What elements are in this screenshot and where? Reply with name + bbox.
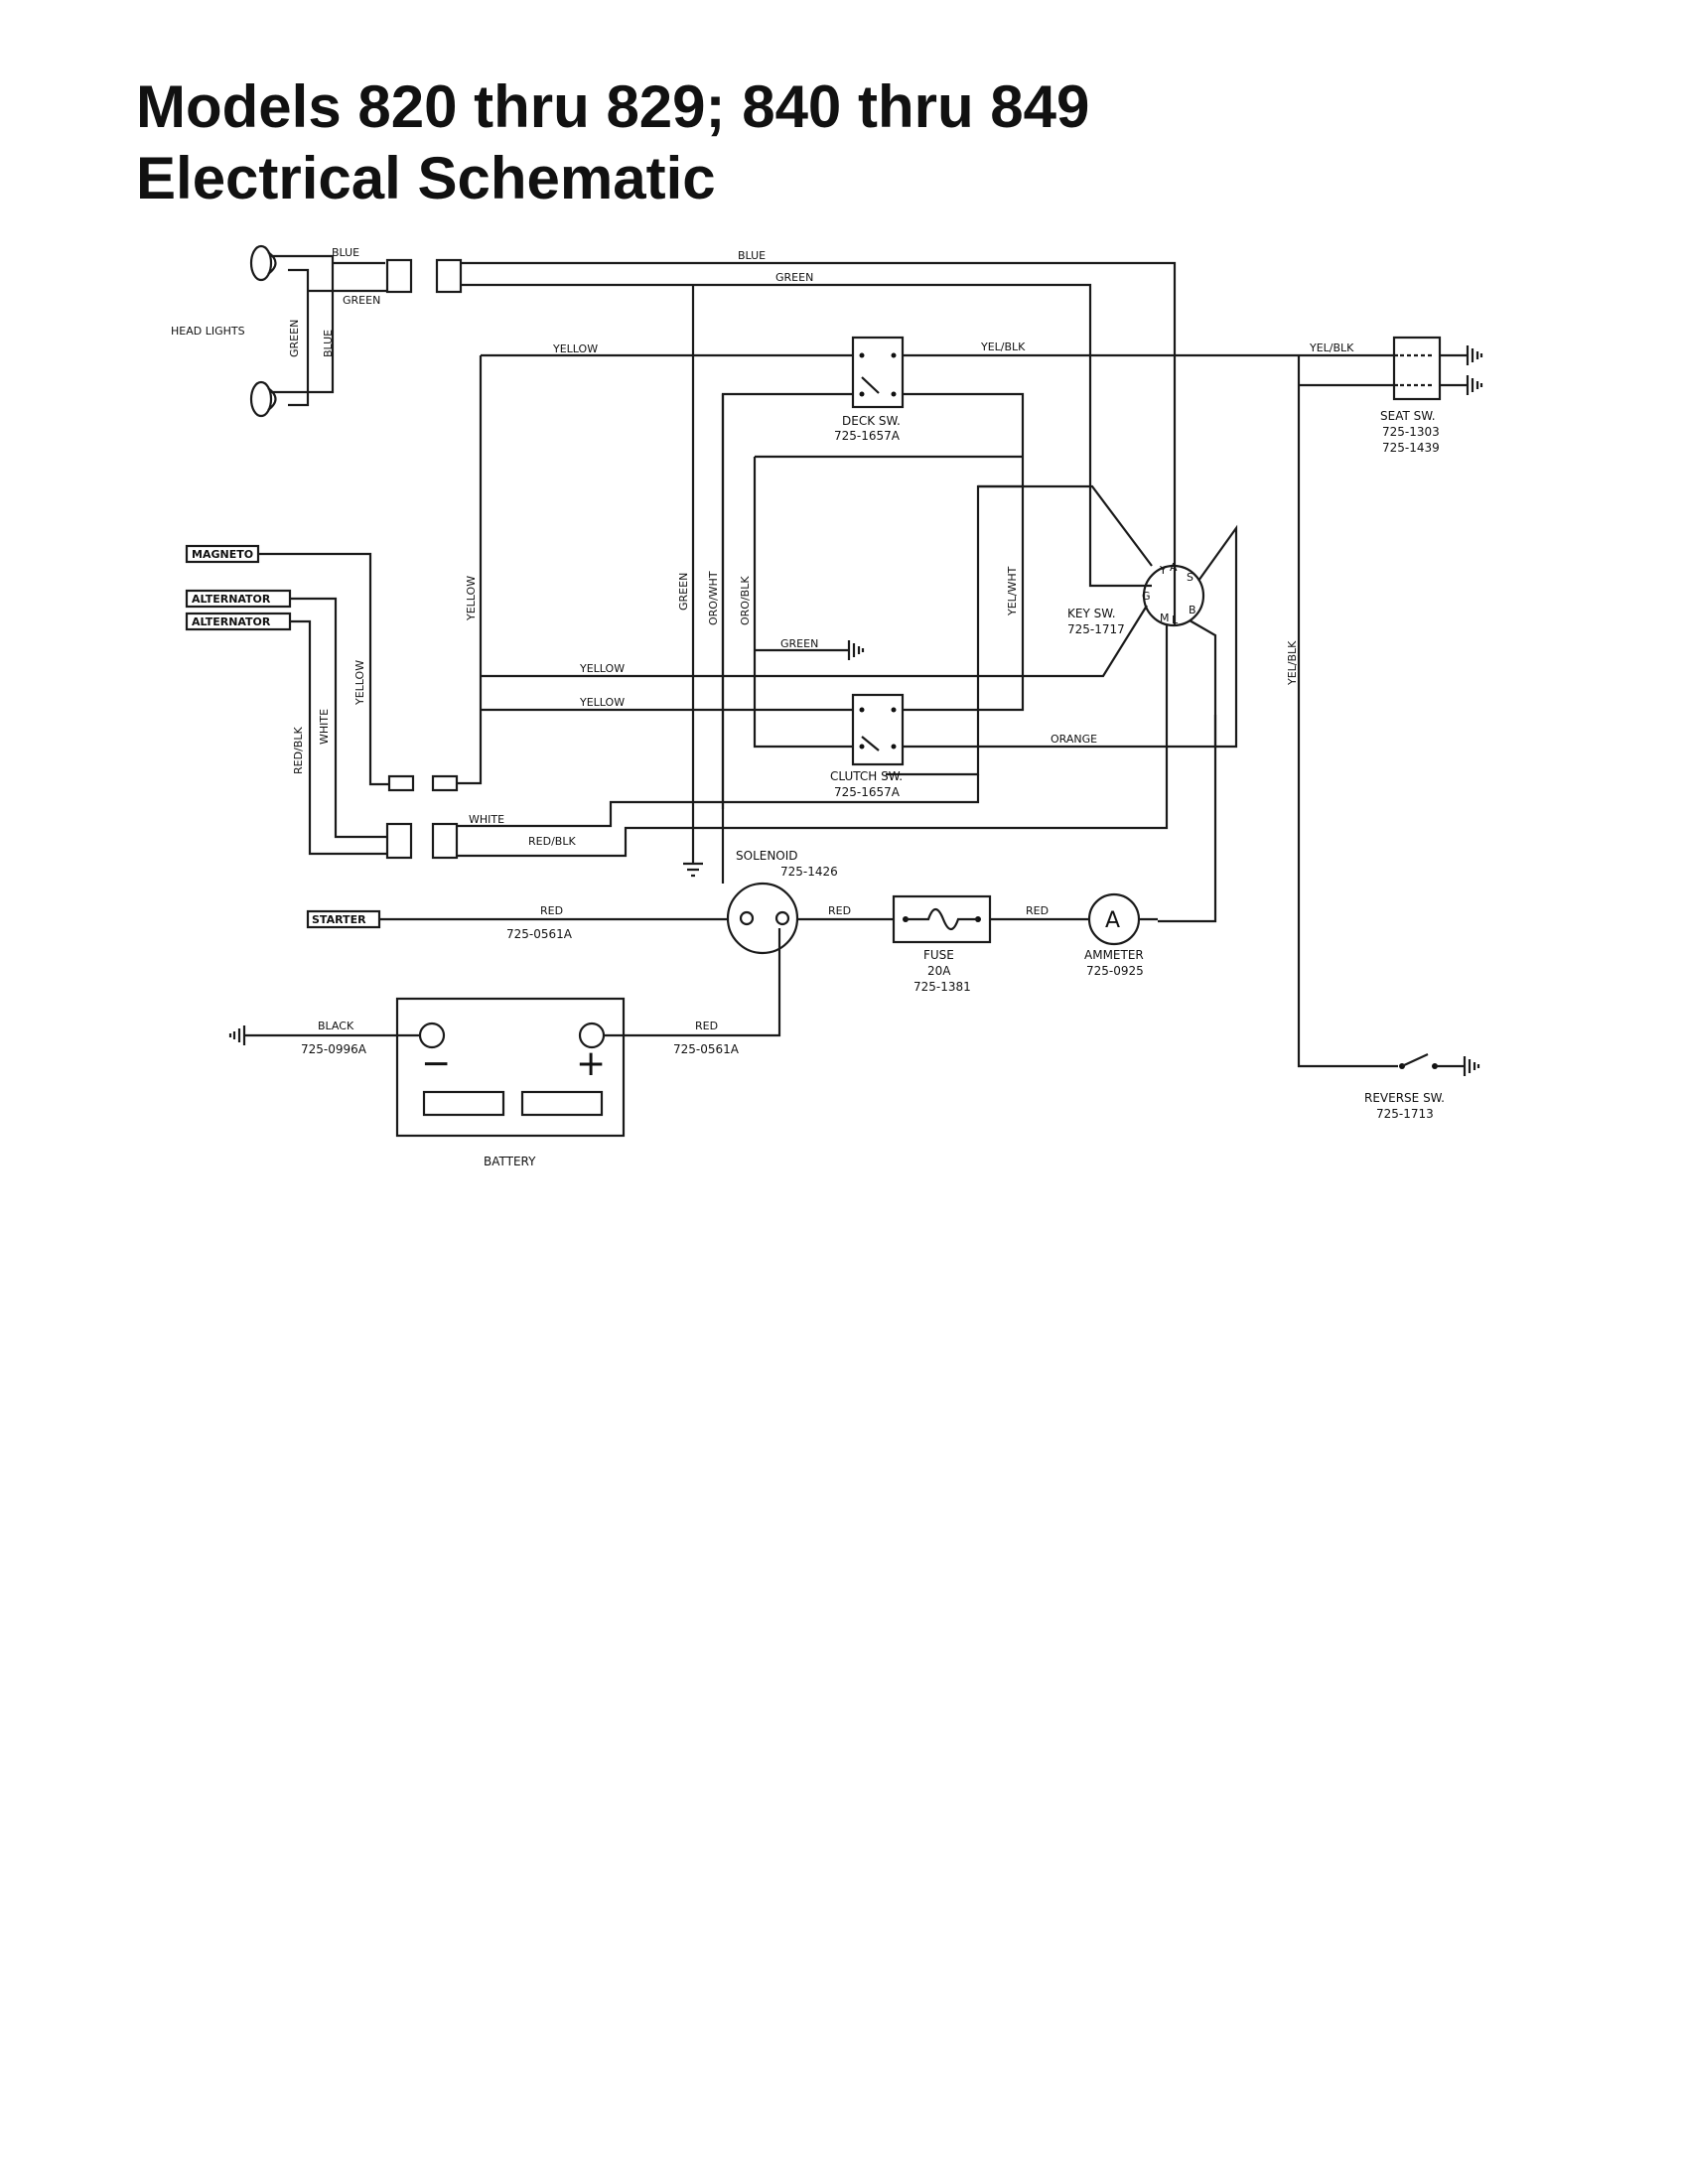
reverse-switch-name: REVERSE SW. (1364, 1091, 1445, 1105)
starter-label: STARTER (312, 913, 366, 926)
reverse-switch-part: 725-1713 (1376, 1107, 1434, 1121)
connector-headlights-2 (435, 258, 463, 294)
wire-label-yellow-mid-2: YELLOW (579, 696, 625, 709)
connector-alternator-1 (385, 822, 413, 860)
ammeter-name: AMMETER (1084, 948, 1144, 962)
solenoid-name: SOLENOID (736, 849, 798, 863)
key-terminal-s: S (1187, 571, 1193, 584)
key-terminal-y: Y (1159, 564, 1167, 577)
wire-label-red-ammeter: RED (1026, 904, 1049, 917)
wire-label-blue-long: BLUE (738, 249, 766, 262)
key-terminal-a: A (1170, 561, 1178, 574)
deck-switch-name: DECK SW. (842, 414, 901, 428)
reverse-switch: REVERSE SW. 725-1713 (1364, 1053, 1480, 1121)
title-line-2: Electrical Schematic (136, 145, 716, 211)
key-terminal-b: B (1189, 604, 1196, 616)
wire-label-blue-top: BLUE (332, 246, 359, 259)
wire-label-red-batt: RED (695, 1020, 718, 1032)
solenoid: SOLENOID 725-1426 (726, 849, 838, 955)
clutch-switch: CLUTCH SW. 725-1657A (830, 693, 905, 799)
wire-label-oro-wht: ORO/WHT (707, 571, 720, 625)
battery: − + BATTERY (395, 997, 626, 1168)
clutch-switch-part: 725-1657A (834, 785, 901, 799)
wire-label-green-gnd: GREEN (780, 637, 818, 650)
connector-magneto-2 (431, 774, 459, 792)
wire-label-yellow-vert: YELLOW (465, 576, 478, 621)
cable-battery-pos-part: 725-0561A (673, 1042, 740, 1056)
fuse: FUSE 20A 725-1381 (892, 894, 992, 994)
wire-label-yel-blk-vert: YEL/BLK (1286, 640, 1299, 686)
battery-minus: − (421, 1043, 451, 1084)
wire-label-red-blk: RED/BLK (528, 835, 576, 848)
seat-switch-part-1: 725-1303 (1382, 425, 1440, 439)
headlights: HEAD LIGHTS (171, 244, 288, 418)
wire-label-hl-blue: BLUE (322, 330, 335, 357)
wire-label-green-long: GREEN (775, 271, 813, 284)
magneto-label: MAGNETO (192, 548, 253, 561)
alternator-box-2: ALTERNATOR (185, 612, 292, 631)
connector-magneto-1 (387, 774, 415, 792)
key-terminal-l: L (1172, 614, 1179, 626)
seat-switch: SEAT SW. 725-1303 725-1439 (1380, 336, 1483, 455)
wire-label-yellow-left: YELLOW (353, 660, 366, 706)
headlights-label: HEAD LIGHTS (171, 325, 245, 338)
deck-switch: DECK SW. 725-1657A (834, 336, 905, 443)
wire-label-red-blk-left: RED/BLK (292, 727, 305, 774)
key-terminal-m: M (1160, 612, 1170, 624)
key-switch: Y A S G M L B KEY SW. 725-1717 (1067, 561, 1205, 636)
fuse-name: FUSE (923, 948, 954, 962)
deck-switch-part: 725-1657A (834, 429, 901, 443)
magneto-box: MAGNETO (185, 544, 260, 564)
wire-label-green-top: GREEN (343, 294, 380, 307)
wire-label-hl-green: GREEN (288, 320, 301, 357)
cable-battery-neg-part: 725-0996A (301, 1042, 367, 1056)
wire-label-red-fuse: RED (828, 904, 851, 917)
wire-label-orange: ORANGE (1051, 733, 1097, 746)
seat-switch-part-2: 725-1439 (1382, 441, 1440, 455)
battery-name: BATTERY (484, 1155, 536, 1168)
alternator-label-2: ALTERNATOR (192, 615, 271, 628)
wire-label-oro-blk: ORO/BLK (739, 576, 752, 625)
solenoid-part: 725-1426 (780, 865, 838, 879)
wire-label-white-left: WHITE (318, 709, 331, 745)
key-terminal-g: G (1142, 590, 1151, 603)
wire-label-red-starter: RED (540, 904, 563, 917)
fuse-rating: 20A (927, 964, 951, 978)
wire-label-yel-wht: YEL/WHT (1006, 566, 1019, 616)
ammeter: A AMMETER 725-0925 (1084, 892, 1144, 978)
alternator-box-1: ALTERNATOR (185, 589, 292, 609)
seat-switch-name: SEAT SW. (1380, 409, 1436, 423)
wire-label-yellow-mid-1: YELLOW (579, 662, 625, 675)
connector-alternator-2 (431, 822, 459, 860)
title-line-1: Models 820 thru 829; 840 thru 849 (136, 73, 1090, 140)
key-switch-name: KEY SW. (1067, 607, 1116, 620)
key-switch-part: 725-1717 (1067, 622, 1125, 636)
connector-headlights-1 (385, 258, 413, 294)
wire-label-yel-blk-top: YEL/BLK (980, 341, 1026, 353)
page-title: Models 820 thru 829; 840 thru 849 Electr… (136, 71, 1089, 214)
wire-label-white: WHITE (469, 813, 504, 826)
ammeter-symbol: A (1105, 908, 1120, 933)
wire-label-green-vert: GREEN (677, 573, 690, 611)
battery-plus: + (576, 1043, 606, 1084)
cable-starter-part: 725-0561A (506, 927, 573, 941)
wire-label-yellow-top: YELLOW (552, 342, 598, 355)
ammeter-part: 725-0925 (1086, 964, 1144, 978)
starter-box: STARTER (306, 909, 381, 929)
wire-label-black: BLACK (318, 1020, 354, 1032)
wire-label-yel-blk-seat: YEL/BLK (1309, 341, 1354, 354)
fuse-part: 725-1381 (913, 980, 971, 994)
alternator-label-1: ALTERNATOR (192, 593, 271, 606)
clutch-switch-name: CLUTCH SW. (830, 769, 903, 783)
